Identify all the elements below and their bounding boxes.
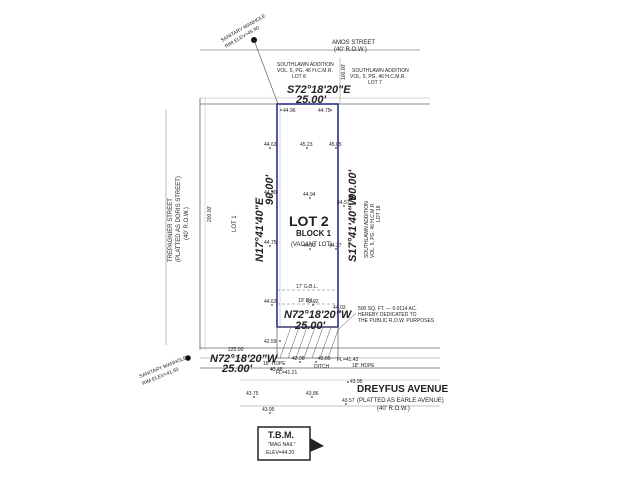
elev-r4-mid: 43.92 <box>306 299 319 305</box>
amos-street-row: (40' R.O.W.) <box>334 47 367 53</box>
lot18-line2: VOL. 5, PG. 46 H.C.M.R. <box>370 202 376 258</box>
lot8-line2: VOL. 5, PG. 46 H.C.M.R. <box>277 68 333 74</box>
south-distance: 25.00' <box>294 320 326 332</box>
dreyfus-note: (PLATTED AS EARLE AVENUE) <box>357 398 444 404</box>
road-bearing: N72°18'20"W <box>210 353 279 365</box>
elev-r2-left: 44.90 <box>264 190 277 196</box>
dreyfus-name: DREYFUS AVENUE <box>357 384 448 395</box>
elev-corner-tr: 44.75 <box>318 108 331 114</box>
elev-road-f: 43.75 <box>246 391 259 397</box>
elev-r1-right: 45.05 <box>329 142 342 148</box>
elev-r4-right: 44.03 <box>333 305 346 311</box>
trepagnier-row: (40' R.O.W.) <box>184 207 190 240</box>
gbl-label: 17' G.B.L. <box>296 284 318 290</box>
amos-street-name: AMOS STREET <box>332 40 375 46</box>
dedication-line3: THE PUBLIC R.O.W. PURPOSES <box>358 318 435 324</box>
elev-r4-left: 44.63 <box>264 299 277 305</box>
block-label: BLOCK 1 <box>296 229 332 238</box>
tbm-title: T.B.M. <box>268 430 294 440</box>
offset-top: 100.00' <box>341 64 347 80</box>
hdpe-right: 18" HDPE <box>352 363 375 369</box>
elev-road-i: 43.57 <box>342 398 355 404</box>
hdpe-left: 18" HDPE <box>263 361 286 367</box>
spot-elevations: 44.96 44.75 44.63 45.23 45.05 44.90 44.9… <box>264 108 350 312</box>
elev-r1-mid: 45.23 <box>300 142 313 148</box>
west-distance: 90.00' <box>264 174 276 205</box>
vacant-status: (VACANT LOT) <box>291 242 332 248</box>
road-dist2: 225.00' <box>228 347 244 353</box>
north-bearing: S72°18'20"E <box>287 84 351 96</box>
elev-r1-left: 44.63 <box>264 142 277 148</box>
elev-road-b: 43.48 <box>270 367 283 373</box>
dl-label: 10' D.L. <box>298 298 315 304</box>
dedication-line1: 500 SQ. FT. — 0.0114 AC. <box>358 306 417 312</box>
dedication-leader <box>337 312 357 331</box>
lot18-line3: LOT 18 <box>376 205 382 222</box>
elev-r3-right: 44.37 <box>329 243 342 249</box>
dreyfus-row: (40' R.O.W.) <box>377 406 410 412</box>
bottom-manhole-icon <box>185 355 191 361</box>
south-bearing: N72°18'20"W <box>284 309 353 321</box>
lot8-line3: LOT 8 <box>292 74 306 80</box>
flow-ditch: FL=41.21 <box>276 370 297 376</box>
lot7-line1: SOUTHLAWN ADDITION <box>352 68 409 74</box>
west-bearing: N17°41'40"E <box>254 197 266 262</box>
lot8-line1: SOUTHLAWN ADDITION <box>277 62 334 68</box>
tbm-elev: ELEV=44.20 <box>266 450 294 456</box>
lot-title: LOT 2 <box>289 213 329 229</box>
row-hatching <box>279 326 339 359</box>
north-distance: 25.00' <box>295 94 327 106</box>
ditch-label: DITCH <box>314 364 330 370</box>
elev-r2-mid: 44.94 <box>303 192 316 198</box>
east-bearing: S17°41'40"W <box>347 194 359 262</box>
trepagnier-note: (PLATTED AS DORIS STREET) <box>176 176 182 262</box>
dedication-line2: HEREBY DEDICATED TO <box>358 312 417 318</box>
trepagnier-name: TREPAGNIER STREET <box>168 198 174 262</box>
elev-corner-tl: 44.96 <box>283 108 296 114</box>
elev-road-d: 43.80 <box>318 356 331 362</box>
lot1-label: LOT 1 <box>232 215 238 232</box>
elev-road-c: 42.98 <box>292 356 305 362</box>
elev-road-h: 43.95 <box>262 407 275 413</box>
top-manhole-leader <box>253 39 279 105</box>
elev-r3-left: 44.75 <box>264 240 277 246</box>
road-distance: 25.00' <box>221 363 253 375</box>
road-elevations: 42.59 43.48 42.98 43.80 43.95 43.75 43.8… <box>246 339 363 414</box>
flow-row: FL=41.43 <box>337 357 358 363</box>
tbm-desc: "MAG NAIL" <box>268 442 296 448</box>
lot7-line3: LOT 7 <box>368 80 382 86</box>
elev-r3-mid: 44.92 <box>303 243 316 249</box>
elev-road-a: 42.59 <box>264 339 277 345</box>
lot7-line2: VOL. 5, PG. 46 H.C.M.R. <box>350 74 406 80</box>
tbm-box <box>257 426 311 461</box>
lot18-line1: SOUTHLAWN ADDITION <box>364 201 370 258</box>
east-distance: 90.00' <box>347 169 359 200</box>
tbm-pointer <box>310 438 324 452</box>
elev-r2-right: 44.57 <box>337 200 350 206</box>
trepagnier-length: 200.00' <box>207 206 213 222</box>
elev-road-e: 43.95 <box>350 379 363 385</box>
elev-road-g: 43.86 <box>306 391 319 397</box>
